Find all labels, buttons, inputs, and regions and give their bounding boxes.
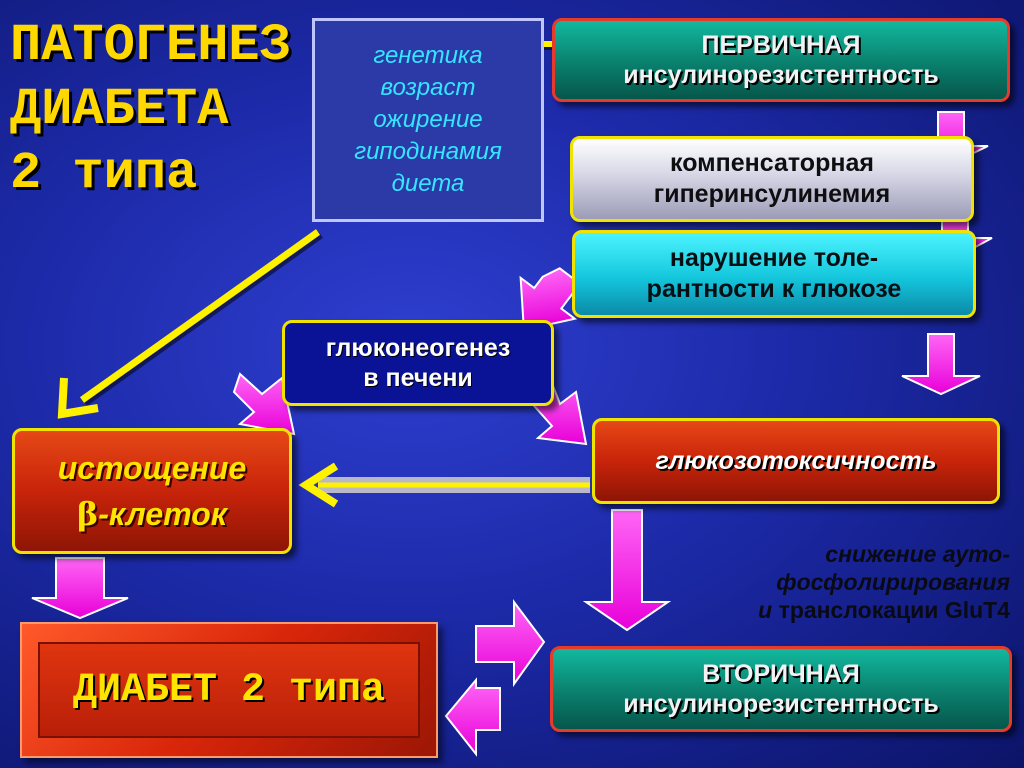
glucose-tolerance-line-1: нарушение толе- <box>669 244 879 272</box>
beta-exhaustion-line-2: β-клеток <box>77 491 227 537</box>
secondary-insulin-resistance-box: ВТОРИЧНАЯ инсулинорезистентность <box>550 646 1012 732</box>
diabetes-inner-panel: ДИАБЕТ 2 типа <box>38 642 420 738</box>
beta-exhaustion-line-1: истощение <box>57 450 247 486</box>
magenta-arrow-beta-to-diabetes-icon <box>31 557 129 620</box>
glucose-tolerance-box: нарушение толе- рантности к глюкозе <box>572 230 976 318</box>
side-note-line-3: и транслокации GluT4 <box>650 596 1010 624</box>
title-line-2: ДИАБЕТА <box>10 80 229 139</box>
risk-factor-age: возраст <box>380 74 476 101</box>
magenta-arrow-glucotoxicity-to-secondary-icon <box>582 509 672 632</box>
side-note-line-3-text: транслокации GluT4 <box>778 597 1010 623</box>
primary-ir-line-2: инсулинорезистентность <box>623 61 939 89</box>
side-note-prefix: и <box>758 597 779 623</box>
title-line-1: ПАТОГЕНЕЗ <box>10 16 291 75</box>
risk-factor-genetics: генетика <box>373 42 483 69</box>
beta-symbol: β <box>77 495 99 533</box>
side-note-line-2: фосфолирирования <box>776 569 1010 595</box>
hyperinsulinemia-line-2: гиперинсулинемия <box>653 180 891 208</box>
secondary-ir-line-2: инсулинорезистентность <box>623 690 939 718</box>
side-note: снижение ауто- фосфолирирования и трансл… <box>650 540 1010 624</box>
magenta-arrow-tolerance-to-glucotoxicity-icon <box>901 333 981 396</box>
hyperinsulinemia-line-1: компенсаторная <box>670 149 874 177</box>
gluconeogenesis-box: глюконеогенез в печени <box>282 320 554 406</box>
glucotoxicity-box: глюкозотоксичность <box>592 418 1000 504</box>
yellow-arrow-to-beta-icon <box>57 229 324 419</box>
gluconeogenesis-line-1: глюконеогенез <box>325 334 511 362</box>
magenta-arrow-secondary-to-diabetes-icon <box>444 677 501 757</box>
risk-factor-hypodynamia: гиподинамия <box>354 138 502 165</box>
page-title: ПАТОГЕНЕЗ ДИАБЕТА 2 типа <box>10 14 320 206</box>
glucotoxicity-label: глюкозотоксичность <box>655 446 937 475</box>
diabetes-label: ДИАБЕТ 2 типа <box>72 667 386 713</box>
title-line-3: 2 типа <box>10 144 198 203</box>
hyperinsulinemia-box: компенсаторная гиперинсулинемия <box>570 136 974 222</box>
diabetes-type-2-box: ДИАБЕТ 2 типа <box>20 622 438 758</box>
yellow-arrow-glucotoxicity-to-beta-icon <box>298 462 590 508</box>
beta-exhaustion-suffix: -клеток <box>98 496 227 532</box>
gluconeogenesis-line-2: в печени <box>363 364 473 392</box>
beta-cell-exhaustion-box: истощение β-клеток <box>12 428 292 554</box>
risk-factors-box: генетика возраст ожирение гиподинамия ди… <box>312 18 544 222</box>
glucose-tolerance-line-2: рантности к глюкозе <box>646 275 902 303</box>
side-note-line-1: снижение ауто- <box>825 541 1010 567</box>
magenta-arrow-diabetes-to-secondary-icon <box>475 599 546 688</box>
risk-factor-obesity: ожирение <box>373 106 483 133</box>
risk-factor-diet: диета <box>391 170 465 197</box>
primary-insulin-resistance-box: ПЕРВИЧНАЯ инсулинорезистентность <box>552 18 1010 102</box>
secondary-ir-line-1: ВТОРИЧНАЯ <box>702 660 860 688</box>
primary-ir-line-1: ПЕРВИЧНАЯ <box>701 31 861 59</box>
